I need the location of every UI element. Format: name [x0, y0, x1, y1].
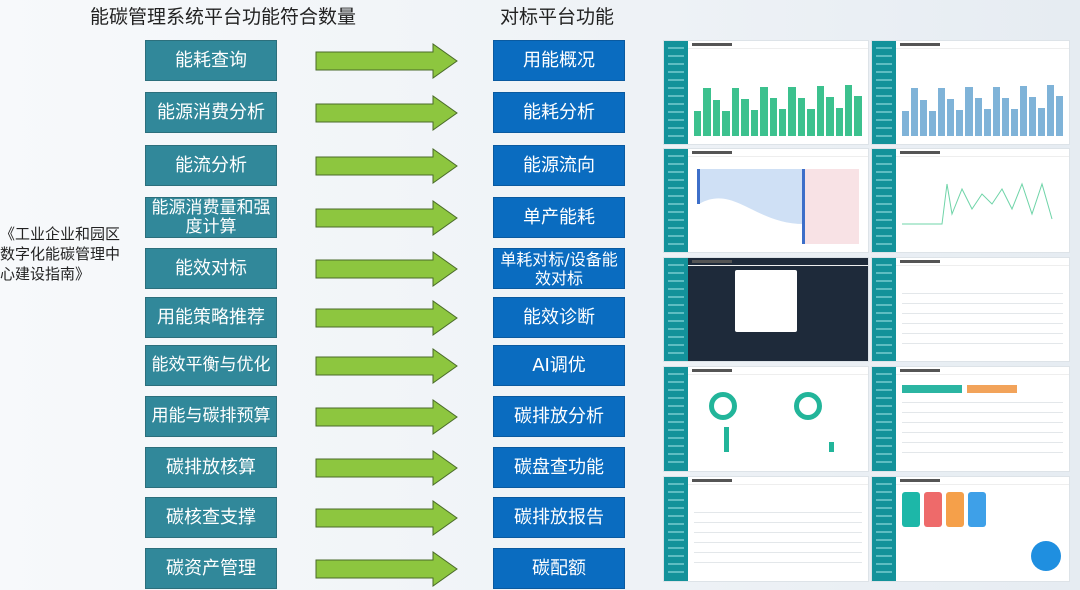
system-function-box: 能流分析	[145, 145, 277, 186]
platform-function-box: 碳配额	[493, 548, 625, 589]
platform-screenshot-green	[663, 40, 869, 145]
platform-screenshot-dark	[663, 257, 869, 362]
platform-screenshot-blue	[871, 40, 1070, 145]
platform-function-box: 用能概况	[493, 40, 625, 81]
system-function-box: 碳资产管理	[145, 548, 277, 589]
system-function-box: 能效平衡与优化	[145, 345, 277, 386]
platform-function-box: 能源流向	[493, 145, 625, 186]
arrow-right-icon	[315, 500, 458, 536]
arrow-right-icon	[315, 200, 458, 236]
arrow-right-icon	[315, 95, 458, 131]
arrow-right-icon	[315, 300, 458, 336]
platform-function-box: 碳盘查功能	[493, 447, 625, 488]
arrow-right-icon	[315, 251, 458, 287]
arrow-right-icon	[315, 348, 458, 384]
system-function-box: 能效对标	[145, 248, 277, 289]
system-function-box: 能耗查询	[145, 40, 277, 81]
arrow-right-icon	[315, 450, 458, 486]
right-column-title: 对标平台功能	[500, 6, 615, 28]
system-function-box: 用能策略推荐	[145, 297, 277, 338]
platform-function-box: 碳排放分析	[493, 396, 625, 437]
system-function-box: 碳核查支撑	[145, 497, 277, 538]
platform-function-box: 单耗对标/设备能效对标	[493, 248, 625, 289]
system-function-box: 能源消费分析	[145, 92, 277, 133]
system-function-box: 碳排放核算	[145, 447, 277, 488]
arrow-right-icon	[315, 551, 458, 587]
platform-function-box: 碳排放报告	[493, 497, 625, 538]
platform-function-box: 能效诊断	[493, 297, 625, 338]
platform-screenshot-report	[663, 476, 869, 582]
platform-screenshot-cards	[871, 476, 1070, 582]
platform-function-box: AI调优	[493, 345, 625, 386]
system-function-box: 用能与碳排预算	[145, 396, 277, 437]
system-function-box: 能源消费量和强度计算	[145, 197, 277, 238]
platform-screenshot-line	[871, 148, 1070, 253]
arrow-right-icon	[315, 148, 458, 184]
platform-screenshot-donut	[663, 366, 869, 472]
source-document-label: 《工业企业和园区数字化能碳管理中心建设指南》	[0, 225, 121, 283]
left-column-title: 能碳管理系统平台功能符合数量	[90, 6, 357, 28]
platform-screenshot-flow	[663, 148, 869, 253]
arrow-right-icon	[315, 43, 458, 79]
platform-function-box: 能耗分析	[493, 92, 625, 133]
platform-function-box: 单产能耗	[493, 197, 625, 238]
platform-screenshot-table	[871, 366, 1070, 472]
platform-screenshot-stats	[871, 257, 1070, 362]
arrow-right-icon	[315, 399, 458, 435]
